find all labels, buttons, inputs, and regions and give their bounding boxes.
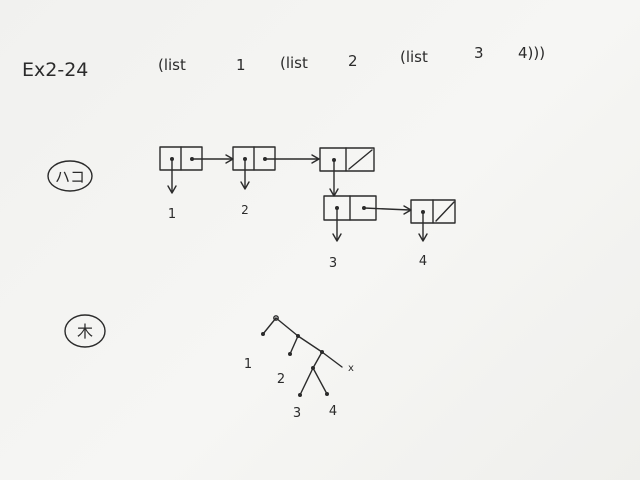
tree-diagram: 1 2 3 4 x <box>244 315 354 421</box>
tree-leaf-1: 1 <box>244 357 252 372</box>
cons-cell-3 <box>319 147 375 172</box>
tree-badge: 木 <box>64 314 106 348</box>
box-pointer-badge-label: ハコ <box>55 168 85 186</box>
box-pointer-badge: ハコ <box>47 160 93 192</box>
tree-leaf-4: 4 <box>329 404 337 419</box>
tree-leaf-2: 2 <box>277 372 285 387</box>
expr-token-3: (list <box>280 54 308 72</box>
box-pointer-diagram: 1 2 3 4 <box>159 146 456 271</box>
expr-token-4: 2 <box>348 52 358 70</box>
expr-token-7: 4))) <box>518 44 545 62</box>
tree-root-node <box>273 315 279 321</box>
nil-slash-1 <box>348 149 373 170</box>
nil-slash-2 <box>435 201 455 222</box>
box-leaf-2: 2 <box>241 203 249 217</box>
expr-token-6: 3 <box>474 44 484 62</box>
tree-badge-circle <box>64 314 106 348</box>
tree-badge-label: 木 <box>77 322 93 341</box>
cdr-arrow-4 <box>363 207 411 211</box>
tree-nil-mark: x <box>348 363 354 374</box>
box-leaf-3: 3 <box>329 256 337 271</box>
expr-token-1: (list <box>158 56 186 74</box>
badge-circle <box>47 160 93 192</box>
box-leaf-4: 4 <box>419 254 427 269</box>
tree-leaf-3: 3 <box>293 406 301 421</box>
expr-token-2: 1 <box>236 56 246 74</box>
expr-token-5: (list <box>400 48 428 66</box>
exercise-title: Ex2-24 <box>22 59 88 81</box>
box-leaf-1: 1 <box>168 207 176 222</box>
